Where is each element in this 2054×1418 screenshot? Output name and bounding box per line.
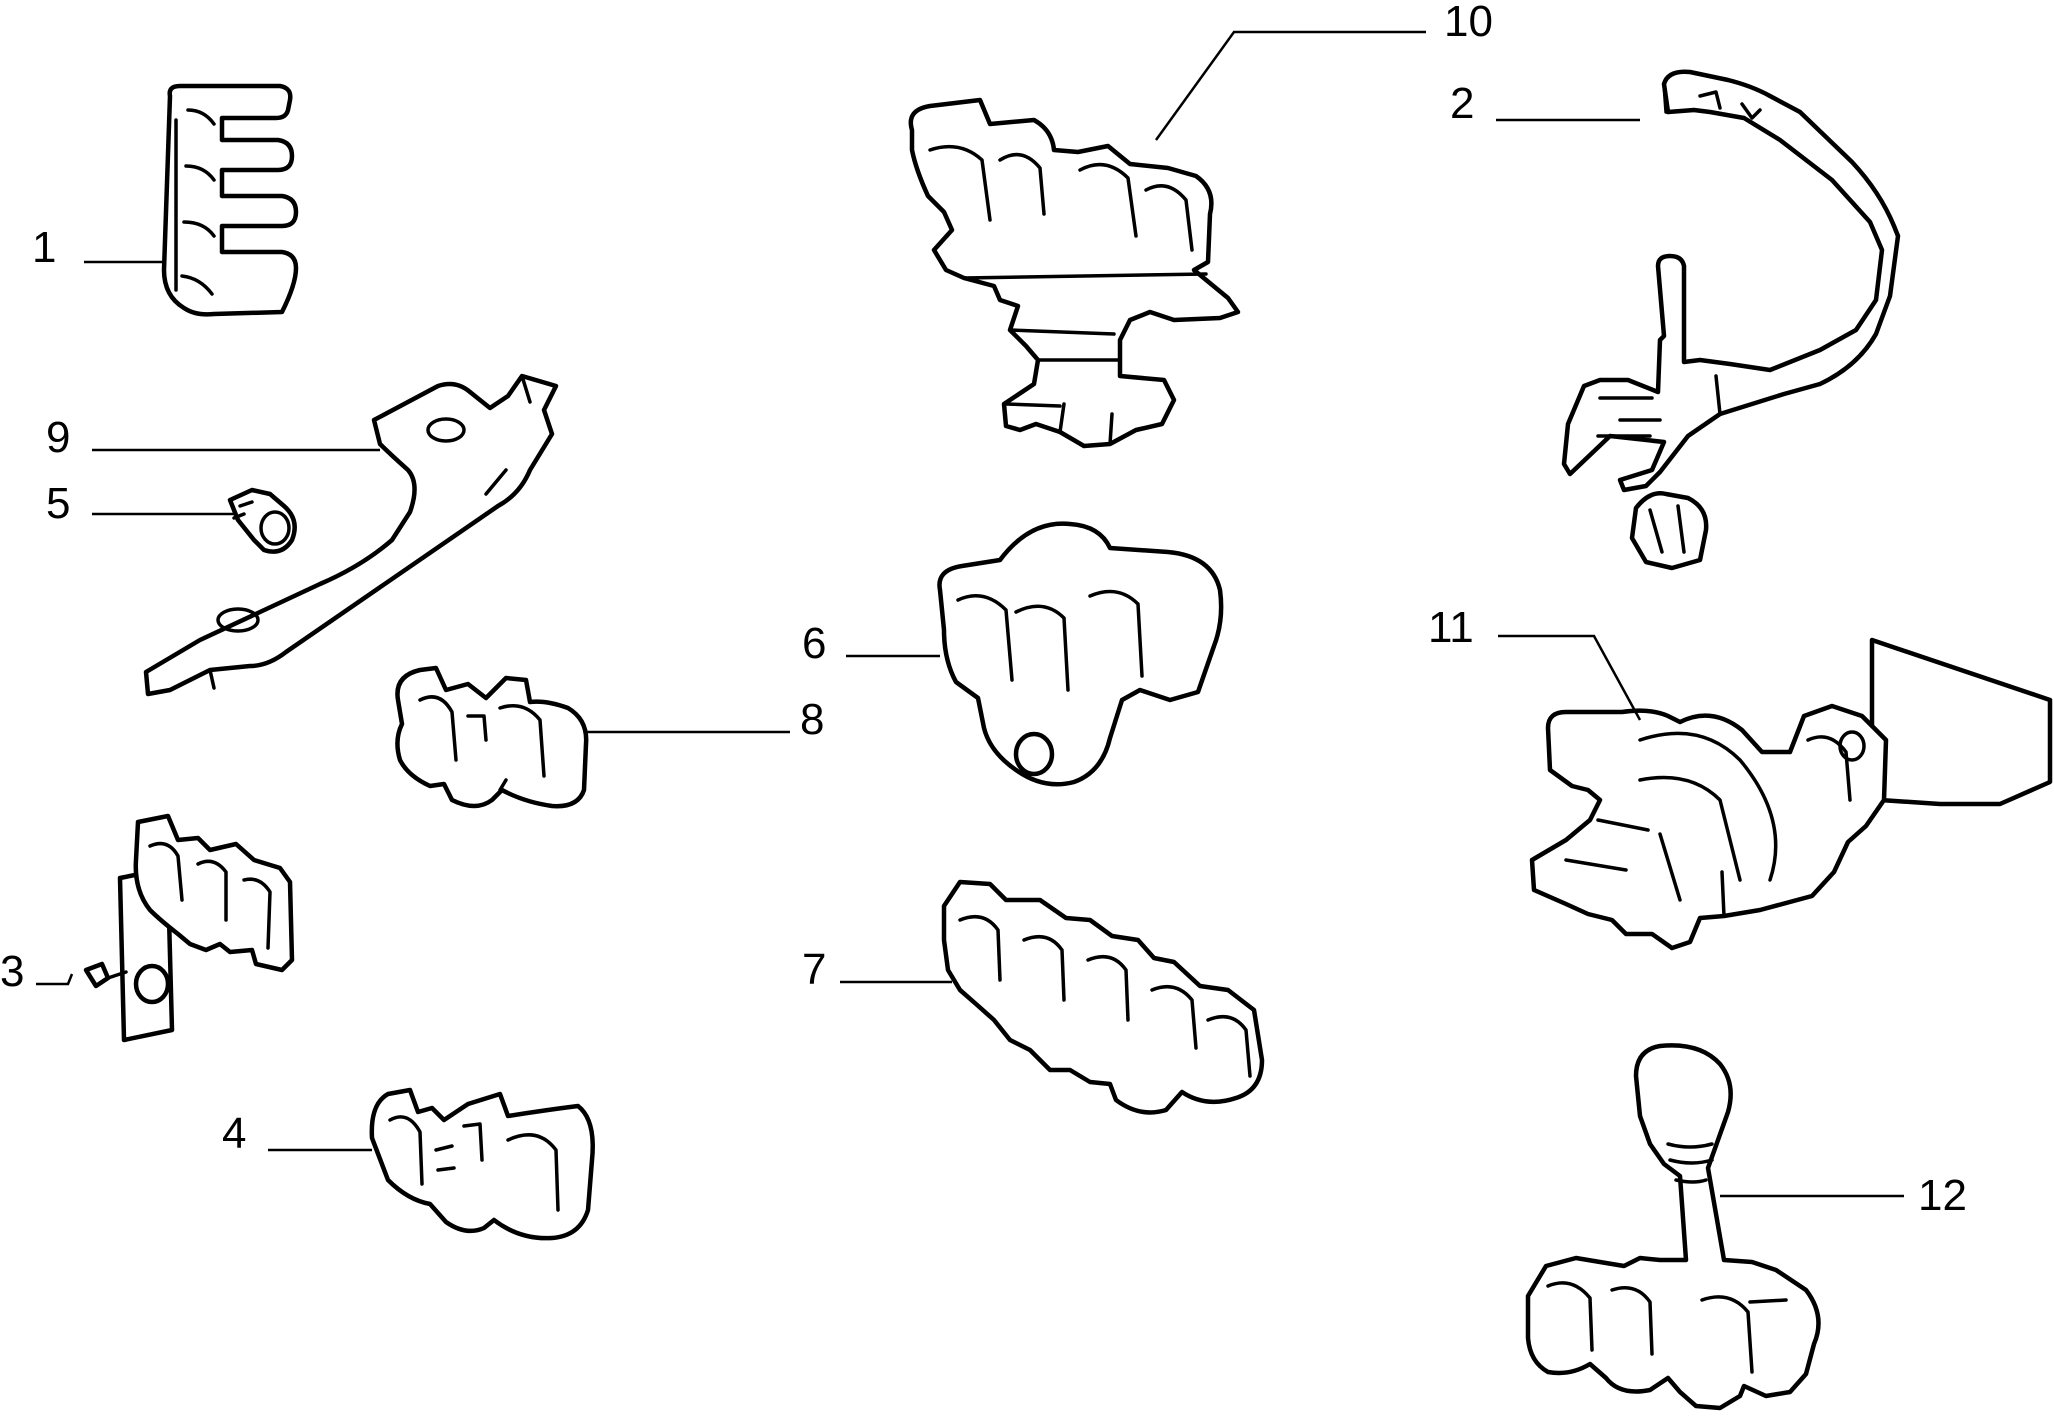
part-7-clip-strip (941, 879, 1265, 1115)
part-10-multi-clip (908, 97, 1241, 449)
callout-3: 3 (0, 947, 24, 996)
callout-7: 7 (802, 945, 826, 994)
callout-4: 4 (222, 1109, 246, 1158)
callout-6: 6 (802, 619, 826, 668)
part-3-mounted-clip (83, 813, 295, 1043)
leader-10 (1154, 30, 1426, 141)
part-8-double-clip (395, 665, 589, 809)
part-4-double-clip (369, 1087, 595, 1241)
callout-1: 1 (32, 223, 56, 272)
part-9-bracket (143, 373, 559, 697)
callout-2: 2 (1450, 79, 1474, 128)
callout-11: 11 (1428, 603, 1474, 652)
callout-numbers: 1 9 5 3 4 8 10 2 6 7 11 12 (0, 0, 1967, 1220)
callout-9: 9 (46, 413, 70, 462)
part-2-bracket (1561, 69, 1901, 571)
callout-8: 8 (800, 695, 824, 744)
leader-lines (36, 30, 1904, 1198)
leader-11 (1498, 634, 1642, 721)
callout-5: 5 (46, 479, 70, 528)
part-1-comb-clip (161, 83, 299, 317)
leader-3 (36, 973, 74, 986)
callout-10: 10 (1444, 0, 1493, 46)
callout-12: 12 (1918, 1171, 1967, 1220)
part-12-clip-with-knob (1525, 1043, 1821, 1411)
part-11-clip (1529, 637, 2053, 951)
part-6-clip (937, 521, 1224, 787)
part-5-small-clip (227, 487, 297, 554)
